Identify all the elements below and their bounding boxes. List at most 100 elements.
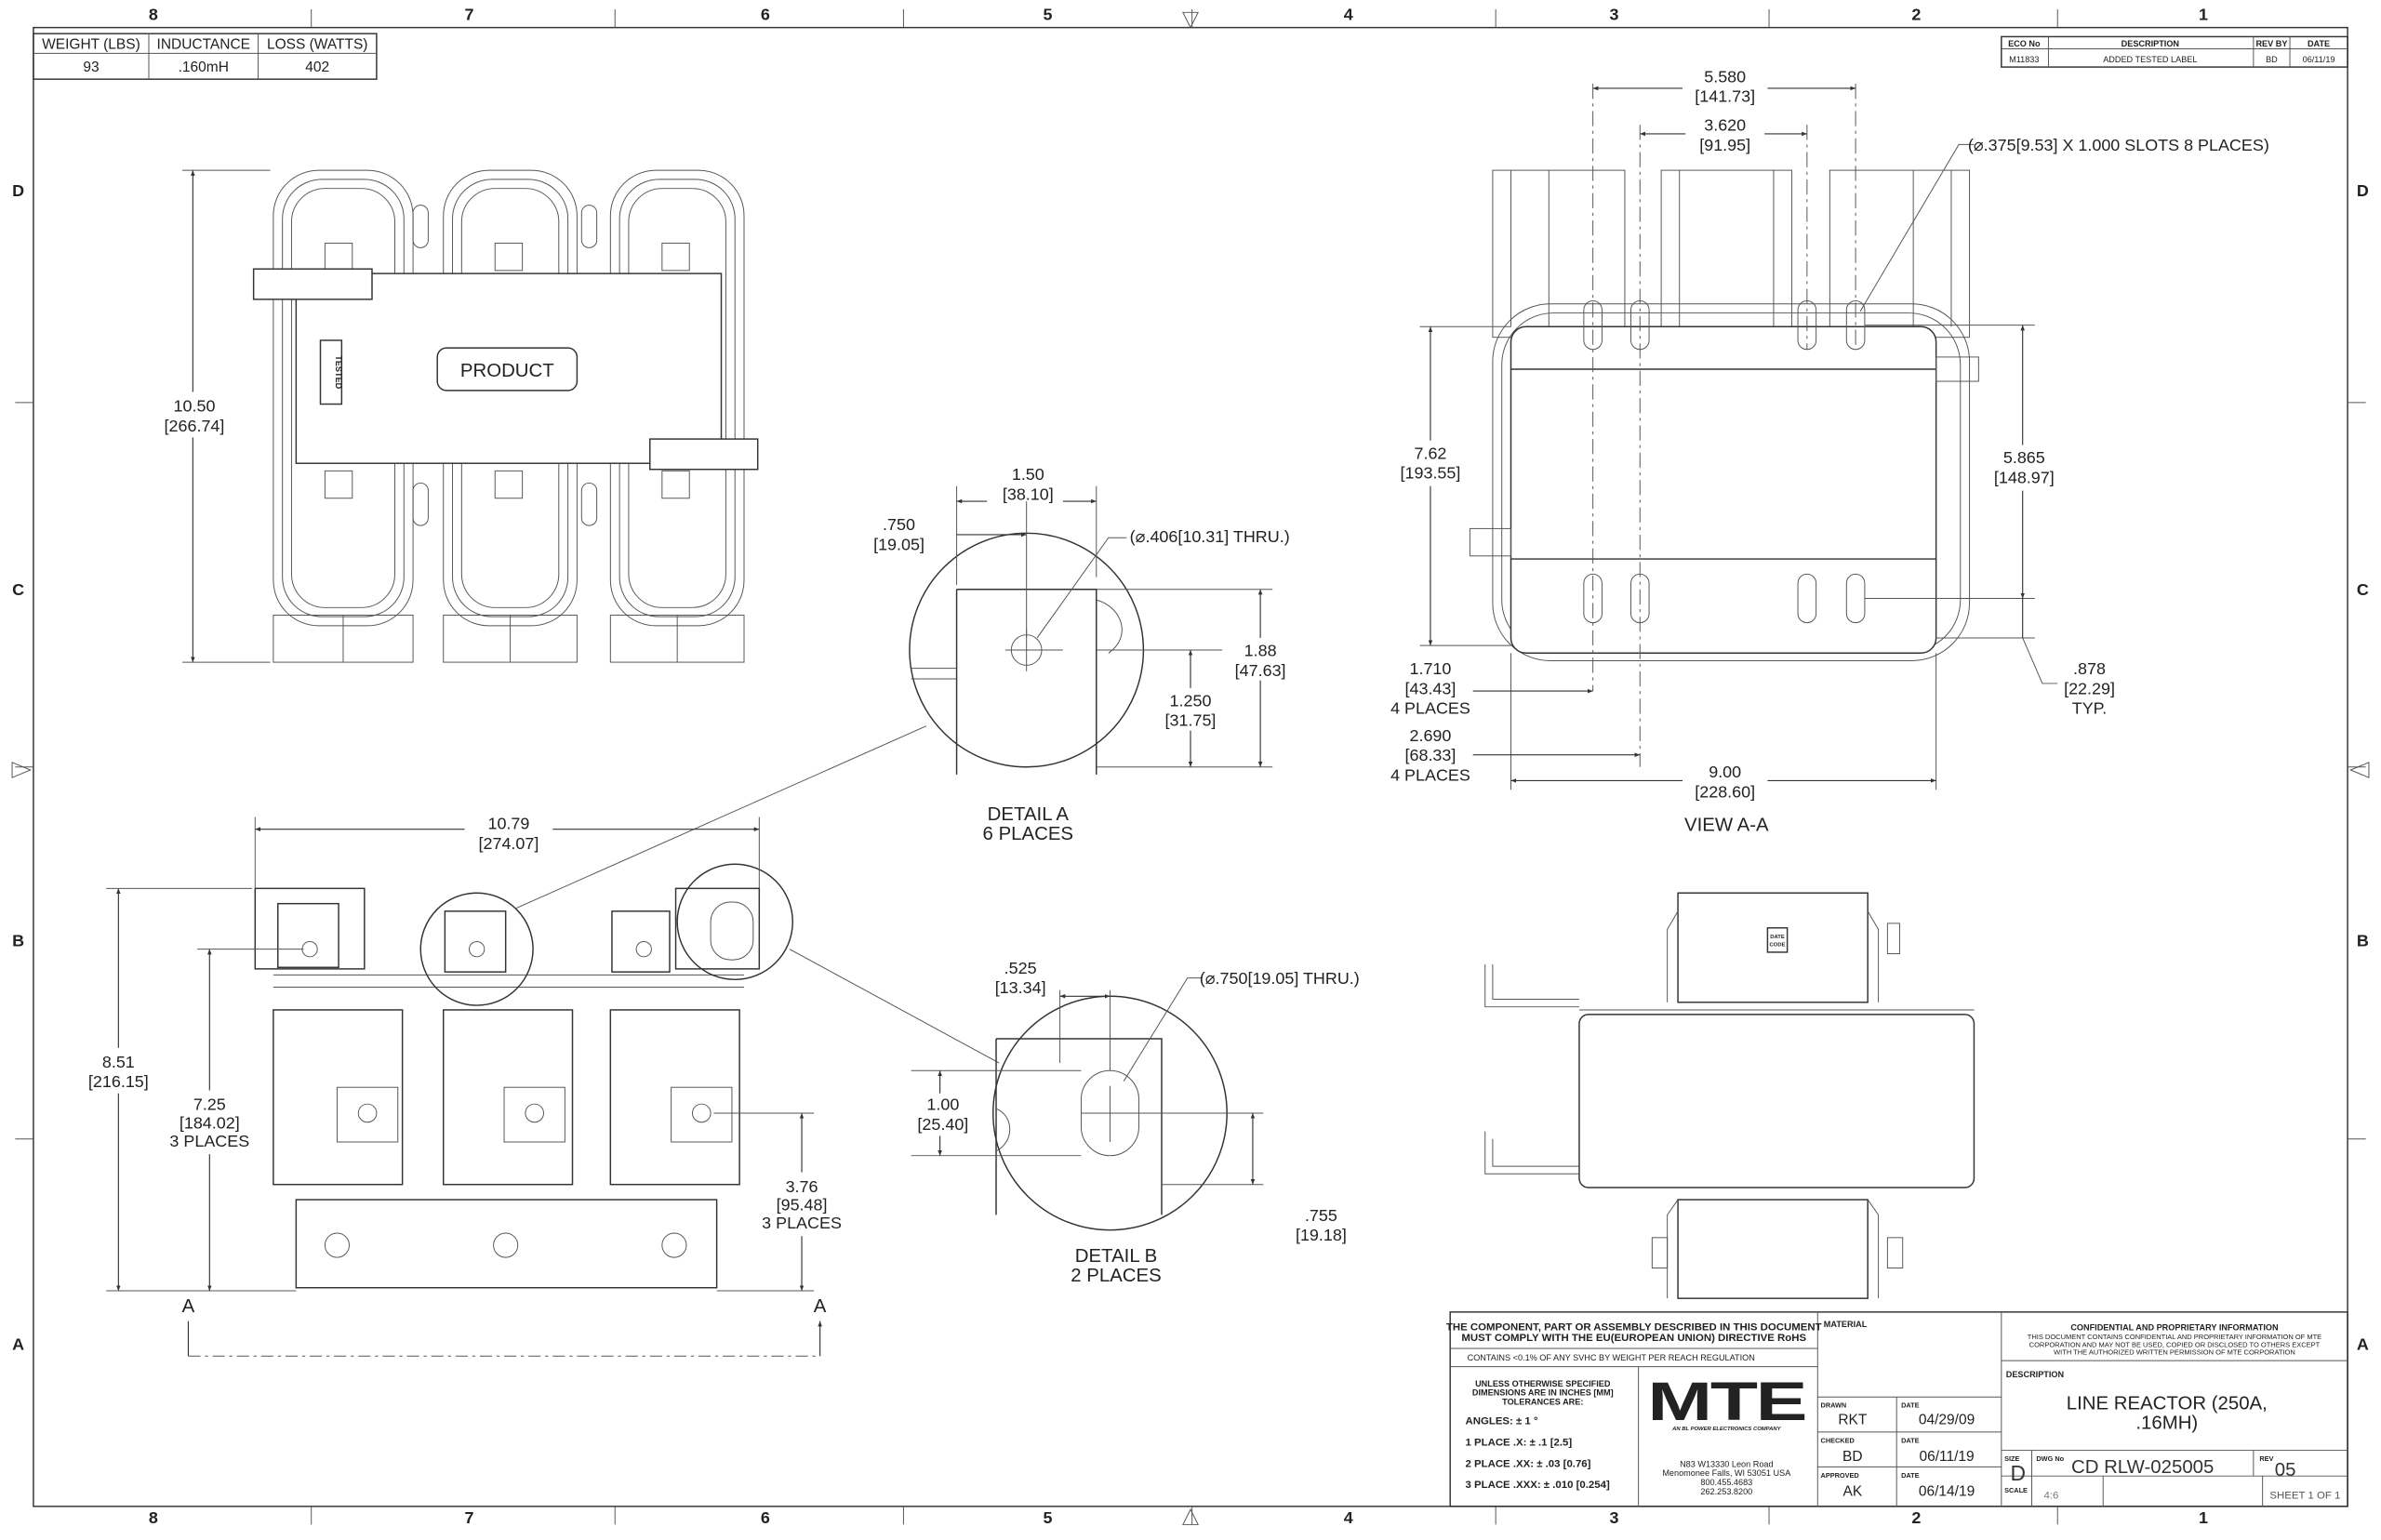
drawing-text: 2.690 <box>1410 726 1452 745</box>
drawing-text: 7 <box>464 5 473 23</box>
drawing-text: [141.73] <box>1695 87 1755 106</box>
drawing-text: [184.02] <box>180 1113 240 1132</box>
drawing-text: .16MH) <box>2135 1414 2198 1434</box>
zone-markers <box>11 9 2370 1525</box>
drawing-text: [13.34] <box>995 978 1046 997</box>
drawing-text: DIMENSIONS ARE IN INCHES [MM] <box>1472 1388 1614 1398</box>
drawing-text: DATE <box>1901 1436 1920 1444</box>
drawing-text: C <box>12 580 24 599</box>
section-marker-left: A <box>182 1296 195 1317</box>
drawing-text: B <box>12 931 24 949</box>
drawing-text: (⌀.406[10.31] THRU.) <box>1130 527 1290 546</box>
section-marker-right: A <box>814 1296 827 1317</box>
approved-by: AK <box>1842 1483 1862 1499</box>
drawing-text: ECO No <box>2008 39 2041 48</box>
approved-date: 06/14/19 <box>1919 1483 1975 1499</box>
drawing-text: .750 <box>883 515 915 534</box>
drawing-text: 6 <box>761 1508 770 1527</box>
drawing-text: WITH THE AUTHORIZED WRITTEN PERMISSION O… <box>2054 1348 2295 1357</box>
drawing-text: .755 <box>1305 1206 1337 1225</box>
drawing-text: [22.29] <box>2064 679 2115 697</box>
drawing-text: 3 PLACES <box>169 1132 249 1150</box>
drawing-text: N83 W13330 Leon Road <box>1680 1459 1773 1468</box>
drawing-text: [228.60] <box>1695 782 1755 801</box>
drawing-text: 7.62 <box>1414 444 1446 462</box>
drawing-text: 3.620 <box>1704 116 1746 135</box>
drawing-text: [91.95] <box>1699 136 1750 154</box>
drawing-text: CONTAINS <0.1% OF ANY SVHC BY WEIGHT PER… <box>1468 1353 1755 1362</box>
drawing-text: TOLERANCES ARE: <box>1502 1397 1583 1406</box>
drawing-text: [193.55] <box>1401 464 1461 483</box>
detail-b-title: DETAIL B <box>1075 1246 1157 1267</box>
product-label: PRODUCT <box>460 361 554 381</box>
drawing-text: REV <box>2259 1454 2273 1463</box>
revision-description: ADDED TESTED LABEL <box>2103 55 2197 64</box>
drawing-text: [95.48] <box>777 1195 828 1214</box>
drawing-text: DATE <box>2308 39 2330 48</box>
drawing-text: A <box>12 1335 24 1354</box>
drawing-text: [43.43] <box>1405 679 1457 697</box>
drawing-text: ANGLES: ± 1 ° <box>1466 1416 1538 1427</box>
detail-a-callout-circle <box>419 892 534 1006</box>
drawing-text: 5 <box>1044 1508 1053 1527</box>
drawing-text: 9.00 <box>1709 763 1741 781</box>
drawing-text: (⌀.750[19.05] THRU.) <box>1200 969 1360 988</box>
drawing-text: DATE <box>1901 1471 1920 1480</box>
drawing-text: 4 <box>1344 5 1353 23</box>
detail-b-callout-circle <box>676 863 793 981</box>
spec-weight: 93 <box>83 60 99 75</box>
drawing-text: CONFIDENTIAL AND PROPRIETARY INFORMATION <box>2070 1322 2278 1332</box>
drawing-text: UNLESS OTHERWISE SPECIFIED <box>1475 1379 1611 1388</box>
drawing-text: REV BY <box>2255 39 2287 48</box>
spec-table: WEIGHT (LBS) INDUCTANCE LOSS (WATTS) 93 … <box>33 33 378 80</box>
sheet-number: SHEET 1 OF 1 <box>2269 1491 2340 1502</box>
zone-row-labels: DC BA DC BA <box>12 181 2369 1354</box>
drawing-text: D <box>12 181 24 200</box>
drawing-text: 4 PLACES <box>1390 699 1470 718</box>
drawing-text: DRAWN <box>1821 1401 1847 1410</box>
spec-header-weight: WEIGHT (LBS) <box>42 36 140 52</box>
drawing-text: AN BL POWER ELECTRONICS COMPANY <box>1671 1427 1781 1432</box>
drawing-text: [47.63] <box>1235 661 1286 680</box>
drawing-text: 262.253.8200 <box>1700 1487 1752 1496</box>
part-description: LINE REACTOR (250A, <box>2067 1393 2268 1414</box>
drawing-text: 6 <box>761 5 770 23</box>
date-code-label: DATE <box>1770 935 1785 940</box>
drawn-by: RKT <box>1838 1413 1868 1428</box>
drawing-text: THIS DOCUMENT CONTAINS CONFIDENTIAL AND … <box>2028 1333 2321 1341</box>
drawing-text: 2 <box>1911 1508 1921 1527</box>
spec-inductance: .160mH <box>179 60 229 75</box>
side-view: DATE CODE <box>1484 892 1975 1299</box>
drawing-text: B <box>2357 931 2369 949</box>
drawing-text: A <box>2357 1335 2369 1354</box>
drawing-text: 2 PLACES <box>1071 1266 1161 1286</box>
drawing-text: (⌀.375[9.53] X 1.000 SLOTS 8 PLACES) <box>1968 136 2269 154</box>
drawing-text: DWG No <box>2036 1454 2064 1463</box>
drawing-text: SCALE <box>2004 1486 2028 1494</box>
drawing-text: 7.25 <box>193 1095 226 1114</box>
detail-b: .525 [13.34] (⌀.750[19.05] THRU.) 1.00 [… <box>906 959 1360 1286</box>
drawing-text: DATE <box>1901 1401 1920 1410</box>
drawing-text: [31.75] <box>1165 711 1217 730</box>
drawing-text: 10.79 <box>487 815 529 833</box>
drawing-text: 800.455.4683 <box>1700 1478 1752 1487</box>
top-view: PRODUCT TESTED <box>252 169 759 663</box>
sheet-size: D <box>2011 1461 2027 1485</box>
drawing-text: 5 <box>1044 5 1053 23</box>
title-block: THE COMPONENT, PART OR ASSEMBLY DESCRIBE… <box>1446 1311 2348 1507</box>
drawing-text: [19.18] <box>1296 1226 1347 1244</box>
drawing-text: 3 <box>1610 1508 1619 1527</box>
revision-number: 05 <box>2275 1460 2296 1480</box>
drawing-text: 1.710 <box>1410 659 1452 678</box>
drawing-text: THE COMPONENT, PART OR ASSEMBLY DESCRIBE… <box>1446 1321 1822 1333</box>
spec-header-inductance: INDUCTANCE <box>157 36 250 52</box>
drawing-text: [19.05] <box>873 535 924 553</box>
drawing-text: 2 PLACE .XX: ± .03 [0.76] <box>1466 1458 1591 1469</box>
drawing-text: 1 <box>2199 5 2208 23</box>
revision-date: 06/11/19 <box>2303 55 2335 64</box>
drawing-text: .525 <box>1004 959 1037 977</box>
mte-logo: MTE <box>1647 1372 1805 1432</box>
drawing-text: 1.00 <box>926 1095 959 1114</box>
